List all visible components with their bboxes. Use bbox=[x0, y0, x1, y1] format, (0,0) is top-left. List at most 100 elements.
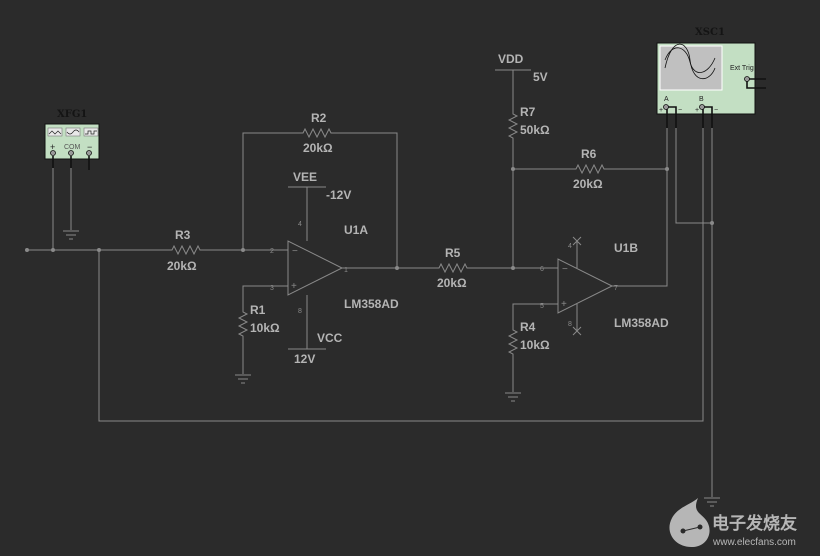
vee-value: -12V bbox=[326, 188, 351, 202]
r3-value: 20kΩ bbox=[167, 259, 197, 273]
ground-r4 bbox=[505, 392, 521, 402]
pin-label: 8 bbox=[568, 321, 572, 328]
wire-u1a-noninv[interactable] bbox=[242, 285, 288, 308]
xfg1-minus-label: − bbox=[87, 142, 92, 152]
plus-sign: + bbox=[291, 281, 297, 292]
wire-scope-a-minus[interactable] bbox=[675, 120, 712, 224]
u1b-ref: U1B bbox=[614, 241, 638, 255]
vee-name: VEE bbox=[293, 170, 317, 184]
channel-b-label: B bbox=[699, 96, 704, 103]
pin-label: 5 bbox=[540, 303, 544, 310]
pin-label: 6 bbox=[540, 266, 544, 273]
r2-value: 20kΩ bbox=[303, 141, 333, 155]
waveform-trace bbox=[664, 47, 716, 73]
pin-label: 7 bbox=[614, 285, 618, 292]
r4-ref: R4 bbox=[520, 320, 536, 334]
r7-value: 50kΩ bbox=[520, 123, 550, 137]
u1a-ref: U1A bbox=[344, 223, 368, 237]
oscilloscope-xsc1[interactable]: XSC1 Ext Trig A B + − + − bbox=[656, 27, 766, 128]
pin-label: 2 bbox=[270, 248, 274, 255]
xfg1-com-label: COM bbox=[64, 144, 81, 151]
junction-dot bbox=[511, 167, 515, 171]
plus-sign: + bbox=[561, 299, 567, 310]
ground-xfg bbox=[63, 230, 79, 240]
r5-value: 20kΩ bbox=[437, 276, 467, 290]
u1a-part: LM358AD bbox=[344, 297, 399, 311]
pin-label: 4 bbox=[298, 221, 302, 228]
junction-dot bbox=[51, 248, 55, 252]
channel-b-terminal bbox=[699, 104, 705, 110]
wire-u1b-out[interactable] bbox=[612, 120, 668, 287]
wire-scope-b-plus[interactable] bbox=[98, 120, 704, 422]
resistor-r1[interactable] bbox=[237, 308, 249, 342]
channel-a-minus: − bbox=[678, 107, 682, 114]
xfg1-minus-terminal bbox=[86, 150, 92, 156]
xfg1-plus-label: + bbox=[50, 142, 55, 152]
resistor-r5[interactable] bbox=[433, 262, 473, 274]
junction-dot bbox=[710, 221, 714, 225]
r4-value: 10kΩ bbox=[520, 338, 550, 352]
ext-trig-terminal bbox=[744, 76, 750, 82]
r3-ref: R3 bbox=[175, 228, 191, 242]
minus-sign: − bbox=[292, 246, 298, 257]
resistor-r3[interactable] bbox=[167, 244, 207, 256]
wire-r2-left[interactable] bbox=[242, 132, 298, 250]
r2-ref: R2 bbox=[311, 111, 327, 125]
channel-a-label: A bbox=[664, 96, 669, 103]
junction-dot bbox=[665, 167, 669, 171]
r1-value: 10kΩ bbox=[250, 321, 280, 335]
ground-scope bbox=[704, 497, 720, 507]
resistor-r2[interactable] bbox=[298, 127, 342, 139]
junction-dot bbox=[395, 266, 399, 270]
no-connect-icon bbox=[572, 326, 582, 336]
junctions bbox=[25, 167, 714, 270]
component-labels: R3 20kΩ R2 20kΩ R1 10kΩ R5 20kΩ R7 50kΩ … bbox=[167, 52, 669, 366]
xfg1-name: XFG1 bbox=[57, 109, 87, 120]
resistor-r7[interactable] bbox=[507, 108, 519, 150]
opamp-u1b-body bbox=[557, 258, 614, 314]
vcc-name: VCC bbox=[317, 331, 343, 345]
opamp-u1b[interactable]: 6 5 7 4 8 − + bbox=[540, 236, 618, 336]
ext-trig-label: Ext Trig bbox=[730, 65, 754, 72]
junction-dot bbox=[25, 248, 29, 252]
vdd-name: VDD bbox=[498, 52, 524, 66]
triangle-wave-icon bbox=[47, 127, 63, 137]
wire-u1b-noninv[interactable] bbox=[512, 303, 558, 326]
channel-b-minus: − bbox=[714, 107, 718, 114]
watermark-brand: 电子发烧友 bbox=[712, 513, 797, 533]
elecfans-logo-icon bbox=[669, 498, 710, 548]
r6-value: 20kΩ bbox=[573, 177, 603, 191]
no-connect-icon bbox=[572, 236, 582, 246]
channel-a-terminal bbox=[663, 104, 669, 110]
xfg1-plus-terminal bbox=[50, 150, 56, 156]
r5-ref: R5 bbox=[445, 246, 461, 260]
junction-dot bbox=[97, 248, 101, 252]
opamp-u1a-body bbox=[287, 240, 344, 296]
opamp-u1a[interactable]: 2 3 1 4 8 − + bbox=[270, 221, 348, 315]
pin-label: 8 bbox=[298, 308, 302, 315]
resistor-r6[interactable] bbox=[568, 163, 612, 175]
junction-dot bbox=[511, 266, 515, 270]
u1b-part: LM358AD bbox=[614, 316, 669, 330]
pin-label: 3 bbox=[270, 285, 274, 292]
wire-r2-right[interactable] bbox=[342, 132, 398, 268]
resistor-r4[interactable] bbox=[507, 326, 519, 360]
function-generator-xfg1[interactable]: XFG1 + COM − bbox=[44, 109, 100, 170]
channel-b-plus: + bbox=[695, 107, 699, 114]
channel-a-plus: + bbox=[659, 107, 663, 114]
r1-ref: R1 bbox=[250, 303, 266, 317]
ground-r1 bbox=[235, 374, 251, 384]
watermark: 电子发烧友 www.elecfans.com bbox=[669, 498, 797, 548]
vdd-value: 5V bbox=[533, 70, 548, 84]
r6-ref: R6 bbox=[581, 147, 597, 161]
watermark-url: www.elecfans.com bbox=[712, 537, 796, 548]
pin-label: 4 bbox=[568, 243, 572, 250]
xfg1-com-terminal bbox=[68, 150, 74, 156]
vcc-value: 12V bbox=[294, 352, 315, 366]
xsc1-screen bbox=[659, 45, 723, 91]
xsc1-name: XSC1 bbox=[695, 27, 725, 38]
wires bbox=[27, 70, 713, 497]
junction-dot bbox=[241, 248, 245, 252]
minus-sign: − bbox=[562, 264, 568, 275]
